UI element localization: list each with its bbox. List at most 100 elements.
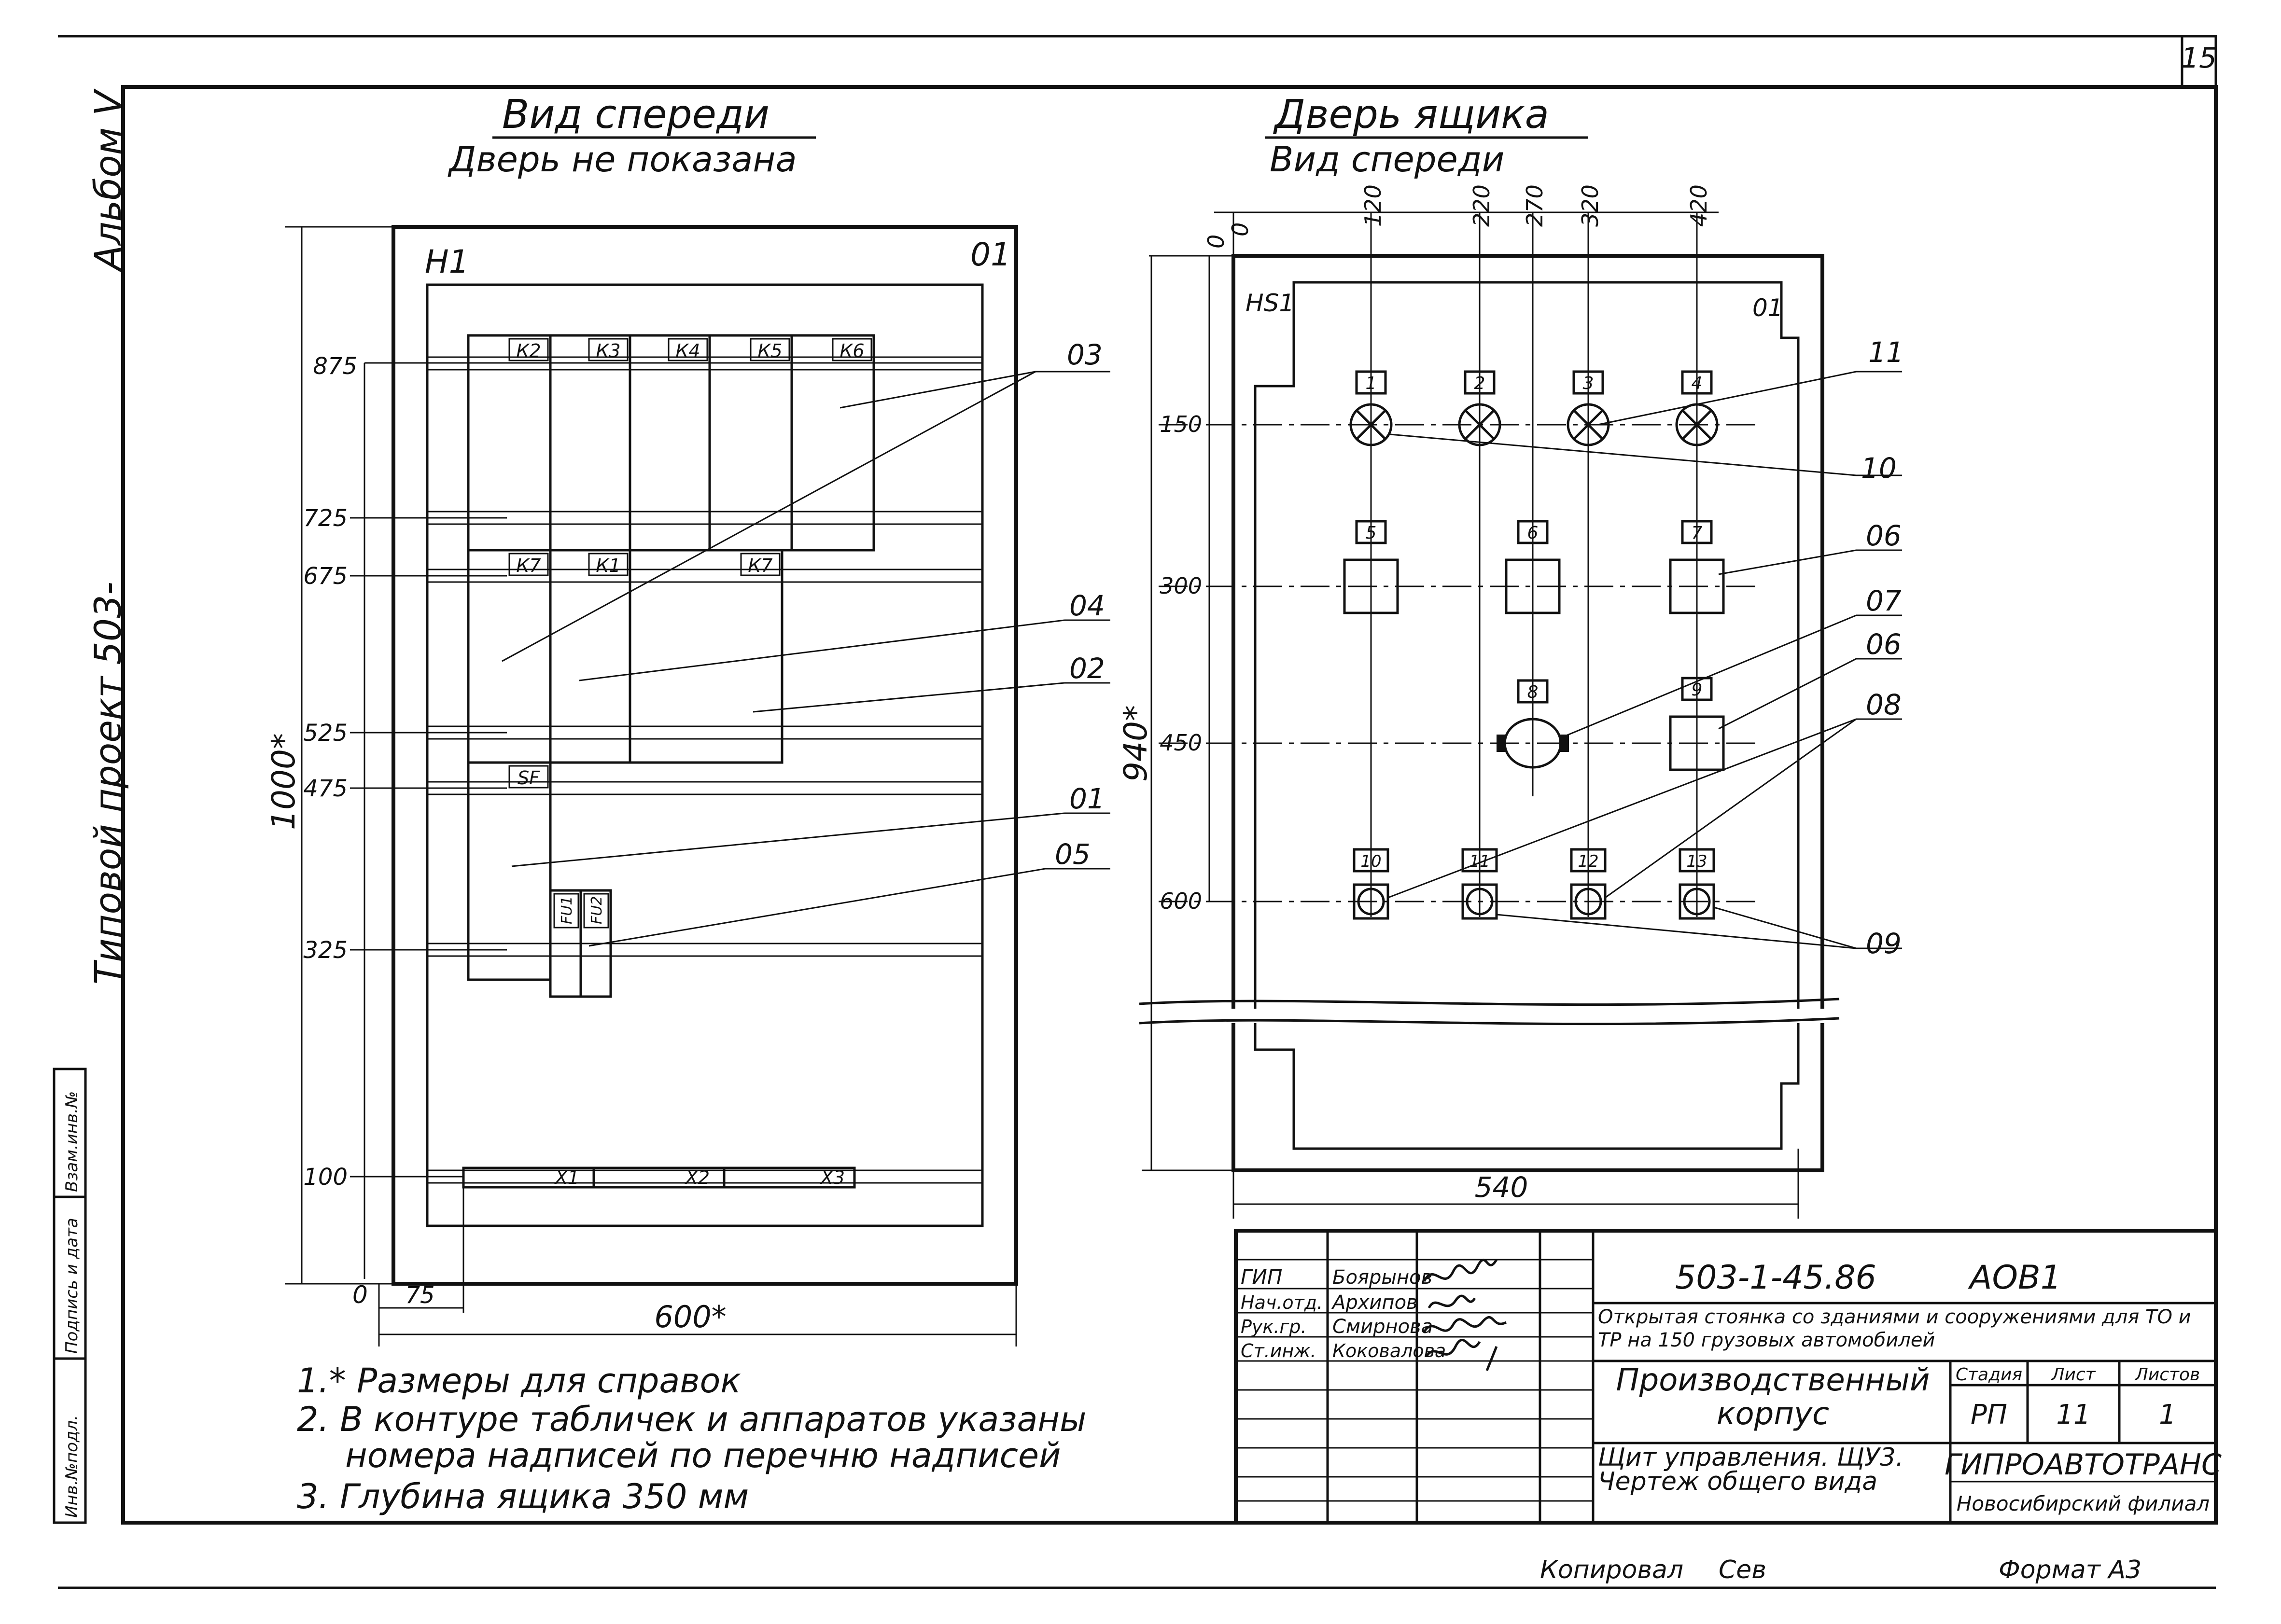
- stage-header: Стадия: [1956, 1365, 2022, 1385]
- front-height-dim: 1000*: [265, 733, 302, 830]
- organization-name: ГИПРОАВТОТРАНС: [1945, 1448, 2222, 1482]
- door-callout-leaders: [1387, 371, 1902, 949]
- din-rails: [426, 356, 983, 1184]
- door-inner-upper: [1254, 281, 1800, 1009]
- break-line: [1139, 998, 1840, 1006]
- sheet-frame: 15: [58, 35, 2218, 1589]
- front-view-subtitle: Дверь не показана: [448, 139, 797, 180]
- door-inner-lower: [1254, 1023, 1800, 1150]
- switch-icon: [1669, 715, 1725, 771]
- button-tag: 13: [1686, 852, 1707, 871]
- note-line: номера надписей по перечню надписей: [345, 1436, 1061, 1475]
- push-buttons: 10 11 12 13: [1353, 848, 1715, 920]
- lamp-icon: [1349, 403, 1393, 446]
- relay-tag: К2: [516, 340, 541, 361]
- relay-tag: К7: [516, 555, 541, 576]
- callout-label: 09: [1866, 927, 1902, 960]
- handwritten-signature: [1425, 1339, 1498, 1371]
- switch-icon: [1669, 558, 1725, 614]
- breaker-sf: SF: [467, 761, 552, 981]
- level-label: 875: [313, 353, 357, 380]
- stage-value: РП: [1971, 1399, 2007, 1430]
- switch-icon: [1343, 558, 1399, 614]
- page-number-box: [2181, 35, 2217, 88]
- offset-dim: 75: [405, 1282, 434, 1309]
- sheet-header: Лист: [2050, 1365, 2096, 1385]
- page-number: 15: [2181, 42, 2217, 74]
- signal-lamps: 1 2 3 4: [1349, 370, 1719, 446]
- door-top-dim: 320: [1577, 184, 1603, 227]
- level-label: 475: [303, 775, 348, 802]
- button-icon: [1570, 883, 1607, 920]
- level-label: 675: [303, 563, 348, 590]
- album-label: Альбом V: [86, 88, 129, 273]
- side-stamp-cell: Взам.инв.№: [62, 1091, 82, 1192]
- fuse-block: FU1 FU2: [549, 889, 612, 998]
- switch-tag: 7: [1692, 523, 1703, 543]
- breaker-tag: SF: [518, 767, 540, 789]
- door-outline-lower: [1231, 1023, 1824, 1172]
- front-width-dim: 600*: [654, 1299, 726, 1334]
- signature-role: Рук.гр.: [1241, 1316, 1307, 1337]
- terminal-tag: Х3: [820, 1167, 845, 1188]
- note-line: 1.* Размеры для справок: [297, 1361, 741, 1401]
- terminal-strip: Х1 Х2 Х3: [462, 1166, 856, 1189]
- front-callout-leaders: [502, 371, 1110, 947]
- button-icon: [1679, 883, 1715, 920]
- relay-tag: К4: [675, 340, 700, 361]
- organization-branch: Новосибирский филиал: [1957, 1492, 2210, 1515]
- album-code: АОВ1: [1968, 1259, 2061, 1297]
- door-top-dim: 420: [1686, 184, 1712, 227]
- level-label: 100: [303, 1164, 348, 1191]
- button-icon: [1461, 883, 1498, 920]
- drawing-designation: 503-1-45.86: [1675, 1259, 1876, 1297]
- callout-label: 02: [1069, 652, 1105, 685]
- callout-label: 11: [1868, 336, 1904, 369]
- lamp-tag: 4: [1692, 374, 1703, 393]
- signature-name: Смирнова: [1332, 1316, 1433, 1338]
- button-tag: 11: [1469, 852, 1490, 871]
- lamp-icon: [1458, 403, 1501, 446]
- cabinet-inner: [426, 283, 984, 1227]
- callout-label: 07: [1866, 584, 1902, 617]
- switch-tag: 5: [1366, 523, 1377, 543]
- level-label: 525: [303, 720, 348, 747]
- front-view-title: Вид спереди: [502, 92, 770, 138]
- fuse-tag: FU1: [559, 896, 575, 924]
- signature-role: ГИП: [1241, 1265, 1282, 1289]
- callout-label: 06: [1866, 628, 1902, 661]
- signature-role: Ст.инж.: [1241, 1340, 1316, 1361]
- door-outline-upper: [1231, 254, 1824, 1009]
- callout-label: 06: [1866, 519, 1902, 552]
- fuse-tag: FU2: [588, 896, 605, 924]
- level-label: 725: [303, 505, 348, 532]
- side-stamp-cell: Подпись и дата: [62, 1218, 82, 1354]
- relay-tag: К5: [757, 340, 782, 361]
- lamp-icon: [1675, 403, 1719, 446]
- signature-name: Боярынов: [1332, 1266, 1432, 1289]
- meter-row: 8 9: [1497, 677, 1725, 771]
- lamp-tag: 2: [1474, 374, 1485, 393]
- drawing-notes: 1.* Размеры для справок 2. В контуре таб…: [297, 1361, 1086, 1516]
- lamp-icon: [1567, 403, 1610, 446]
- zero-label: 0: [352, 1281, 368, 1309]
- note-line: 3. Глубина ящика 350 мм: [297, 1477, 749, 1516]
- door-view-title: Дверь ящика: [1273, 92, 1549, 138]
- signature-role: Нач.отд.: [1241, 1292, 1323, 1313]
- switch-icon: [1505, 558, 1561, 614]
- button-icon: [1353, 883, 1389, 920]
- front-view: Вид спереди Дверь не показана Н1 01: [265, 92, 1110, 1346]
- door-level-label: 300: [1160, 573, 1202, 599]
- handwritten-signature: [1427, 1294, 1476, 1309]
- door-view-subtitle: Вид спереди: [1270, 139, 1504, 180]
- sheets-header: Листов: [2134, 1365, 2200, 1385]
- door-view: Дверь ящика Вид спереди HS1 01 0 0 120 2…: [1117, 92, 1904, 1219]
- door-corner-right: 01: [1752, 294, 1783, 322]
- terminal-tag: Х1: [554, 1167, 579, 1188]
- cabinet-outline: [392, 225, 1018, 1286]
- note-line: 2. В контуре табличек и аппаратов указан…: [297, 1400, 1086, 1439]
- lamp-tag: 3: [1583, 374, 1594, 393]
- terminal-tag: Х2: [685, 1167, 710, 1188]
- door-zero-label: 0: [1203, 235, 1229, 249]
